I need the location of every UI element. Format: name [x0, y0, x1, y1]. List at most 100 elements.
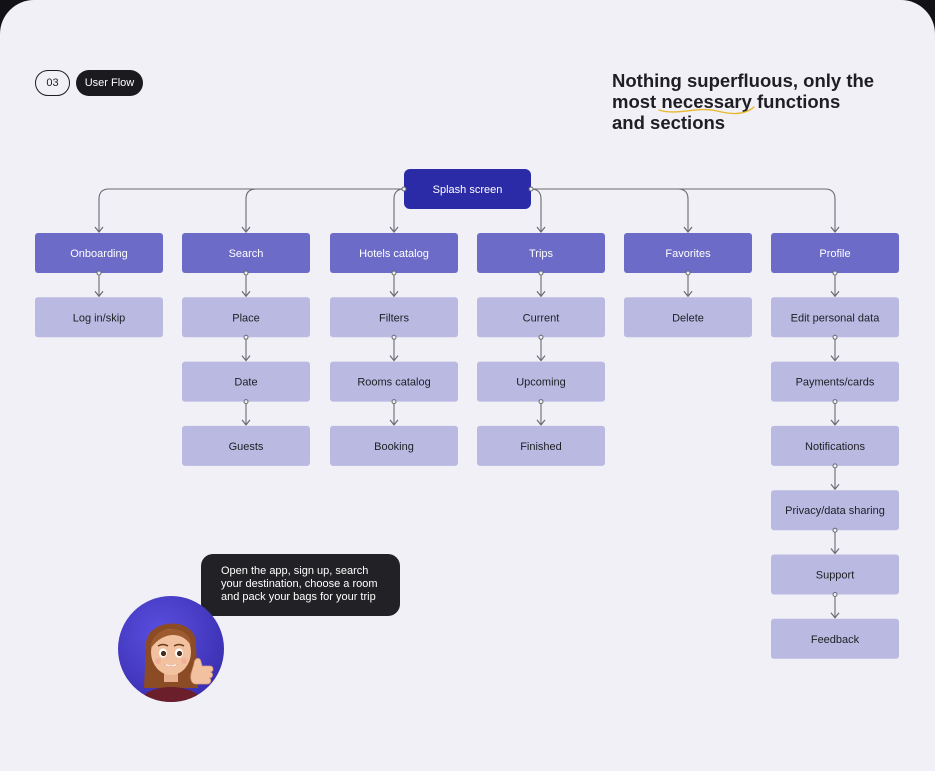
connector-dot — [538, 270, 544, 276]
section-label-search: Search — [229, 248, 264, 260]
item-label-delete: Delete — [672, 312, 704, 324]
item-node-current — [477, 297, 605, 338]
connector-dot — [832, 334, 838, 340]
connector-dot — [685, 270, 691, 276]
section-label-onboarding: Onboarding — [70, 248, 128, 260]
item-label-notifications: Notifications — [805, 441, 865, 453]
section-node-hotels-catalog — [330, 233, 458, 273]
connector-dot — [391, 399, 397, 405]
root-connector — [245, 188, 404, 232]
arrow-head — [830, 612, 840, 619]
connector-dot — [401, 186, 407, 192]
arrow-head — [830, 355, 840, 362]
section-node-trips — [477, 233, 605, 273]
arrow-head — [389, 290, 399, 298]
arrow-head — [830, 483, 840, 491]
section-label-badge: User Flow — [76, 70, 143, 96]
item-label-date: Date — [234, 377, 257, 389]
arrow-head — [241, 355, 251, 362]
item-node-payments-cards — [771, 361, 899, 402]
item-label-payments-cards: Payments/cards — [796, 377, 875, 389]
section-label-trips: Trips — [529, 248, 554, 260]
item-node-delete — [624, 297, 752, 338]
root-connector — [531, 188, 836, 232]
item-node-finished — [477, 425, 605, 466]
item-label-feedback: Feedback — [811, 634, 860, 646]
item-node-booking — [330, 425, 458, 466]
headline-line-2-post: functions — [751, 91, 841, 112]
item-label-rooms-catalog: Rooms catalog — [357, 377, 430, 389]
arrow-head — [536, 226, 546, 233]
splash-screen-label: Splash screen — [433, 184, 503, 196]
item-label-edit-personal-data: Edit personal data — [791, 312, 881, 324]
item-node-support — [771, 554, 899, 595]
connector-dot — [832, 527, 838, 533]
connector-dot — [832, 463, 838, 469]
headline-line-1: Nothing superfluous, only the — [612, 70, 875, 91]
arrow-head — [830, 290, 840, 298]
section-label-profile: Profile — [819, 248, 850, 260]
item-label-support: Support — [816, 570, 855, 582]
item-node-notifications — [771, 425, 899, 466]
item-node-guests — [182, 425, 310, 466]
item-label-privacy-data-sharing: Privacy/data sharing — [785, 505, 885, 517]
root-connector — [530, 188, 542, 232]
section-label-favorites: Favorites — [665, 248, 711, 260]
item-node-edit-personal-data — [771, 297, 899, 338]
connector-dot — [96, 270, 102, 276]
arrow-head — [389, 226, 399, 233]
section-number-badge: 03 — [35, 70, 70, 96]
item-node-privacy-data-sharing — [771, 490, 899, 531]
section-node-onboarding — [35, 233, 163, 273]
root-connector — [393, 188, 405, 232]
arrow-head — [830, 419, 840, 426]
section-node-profile — [771, 233, 899, 273]
arrow-head — [241, 290, 251, 298]
headline-line-3: and sections — [612, 112, 726, 133]
arrow-head — [389, 419, 399, 426]
connector-dot — [538, 399, 544, 405]
item-label-guests: Guests — [229, 441, 264, 453]
headline-line-2: most necessary functions — [612, 91, 912, 112]
item-node-feedback — [771, 618, 899, 659]
splash-screen-node — [404, 169, 531, 209]
bubble-line-1: Open the app, sign up, search — [221, 565, 369, 577]
connector-dot — [243, 399, 249, 405]
connector-dot — [538, 334, 544, 340]
arrow-head — [830, 548, 840, 555]
root-connector — [98, 188, 404, 232]
connector-dot — [832, 592, 838, 597]
arrow-head — [536, 290, 546, 298]
connector-dot — [832, 399, 838, 405]
speech-bubble: Open the app, sign up, search your desti… — [201, 554, 400, 616]
item-label-log-in-skip: Log in/skip — [73, 312, 126, 324]
item-label-upcoming: Upcoming — [516, 377, 566, 389]
item-node-rooms-catalog — [330, 361, 458, 402]
item-node-upcoming — [477, 361, 605, 402]
connector-dot — [391, 270, 397, 276]
item-node-place — [182, 297, 310, 338]
arrow-head — [94, 290, 104, 298]
root-connector — [531, 188, 689, 232]
connector-dot — [832, 270, 838, 276]
connector-dot — [391, 334, 397, 340]
item-node-date — [182, 361, 310, 402]
item-label-current: Current — [523, 312, 560, 324]
highlight-underline — [658, 106, 755, 115]
section-label-hotels-catalog: Hotels catalog — [359, 248, 429, 260]
item-node-log-in-skip — [35, 297, 163, 338]
connector-dot — [528, 186, 534, 192]
connector-dot — [243, 270, 249, 276]
arrow-head — [683, 290, 693, 298]
item-label-filters: Filters — [379, 312, 409, 324]
headline-highlight-word: necessary — [661, 91, 752, 112]
memoji-thumbs-up-icon — [118, 596, 224, 702]
section-node-favorites — [624, 233, 752, 273]
arrow-head — [536, 419, 546, 426]
bubble-line-2: your destination, choose a room — [221, 578, 378, 590]
item-node-filters — [330, 297, 458, 338]
arrow-head — [241, 419, 251, 426]
arrow-head — [830, 226, 840, 233]
